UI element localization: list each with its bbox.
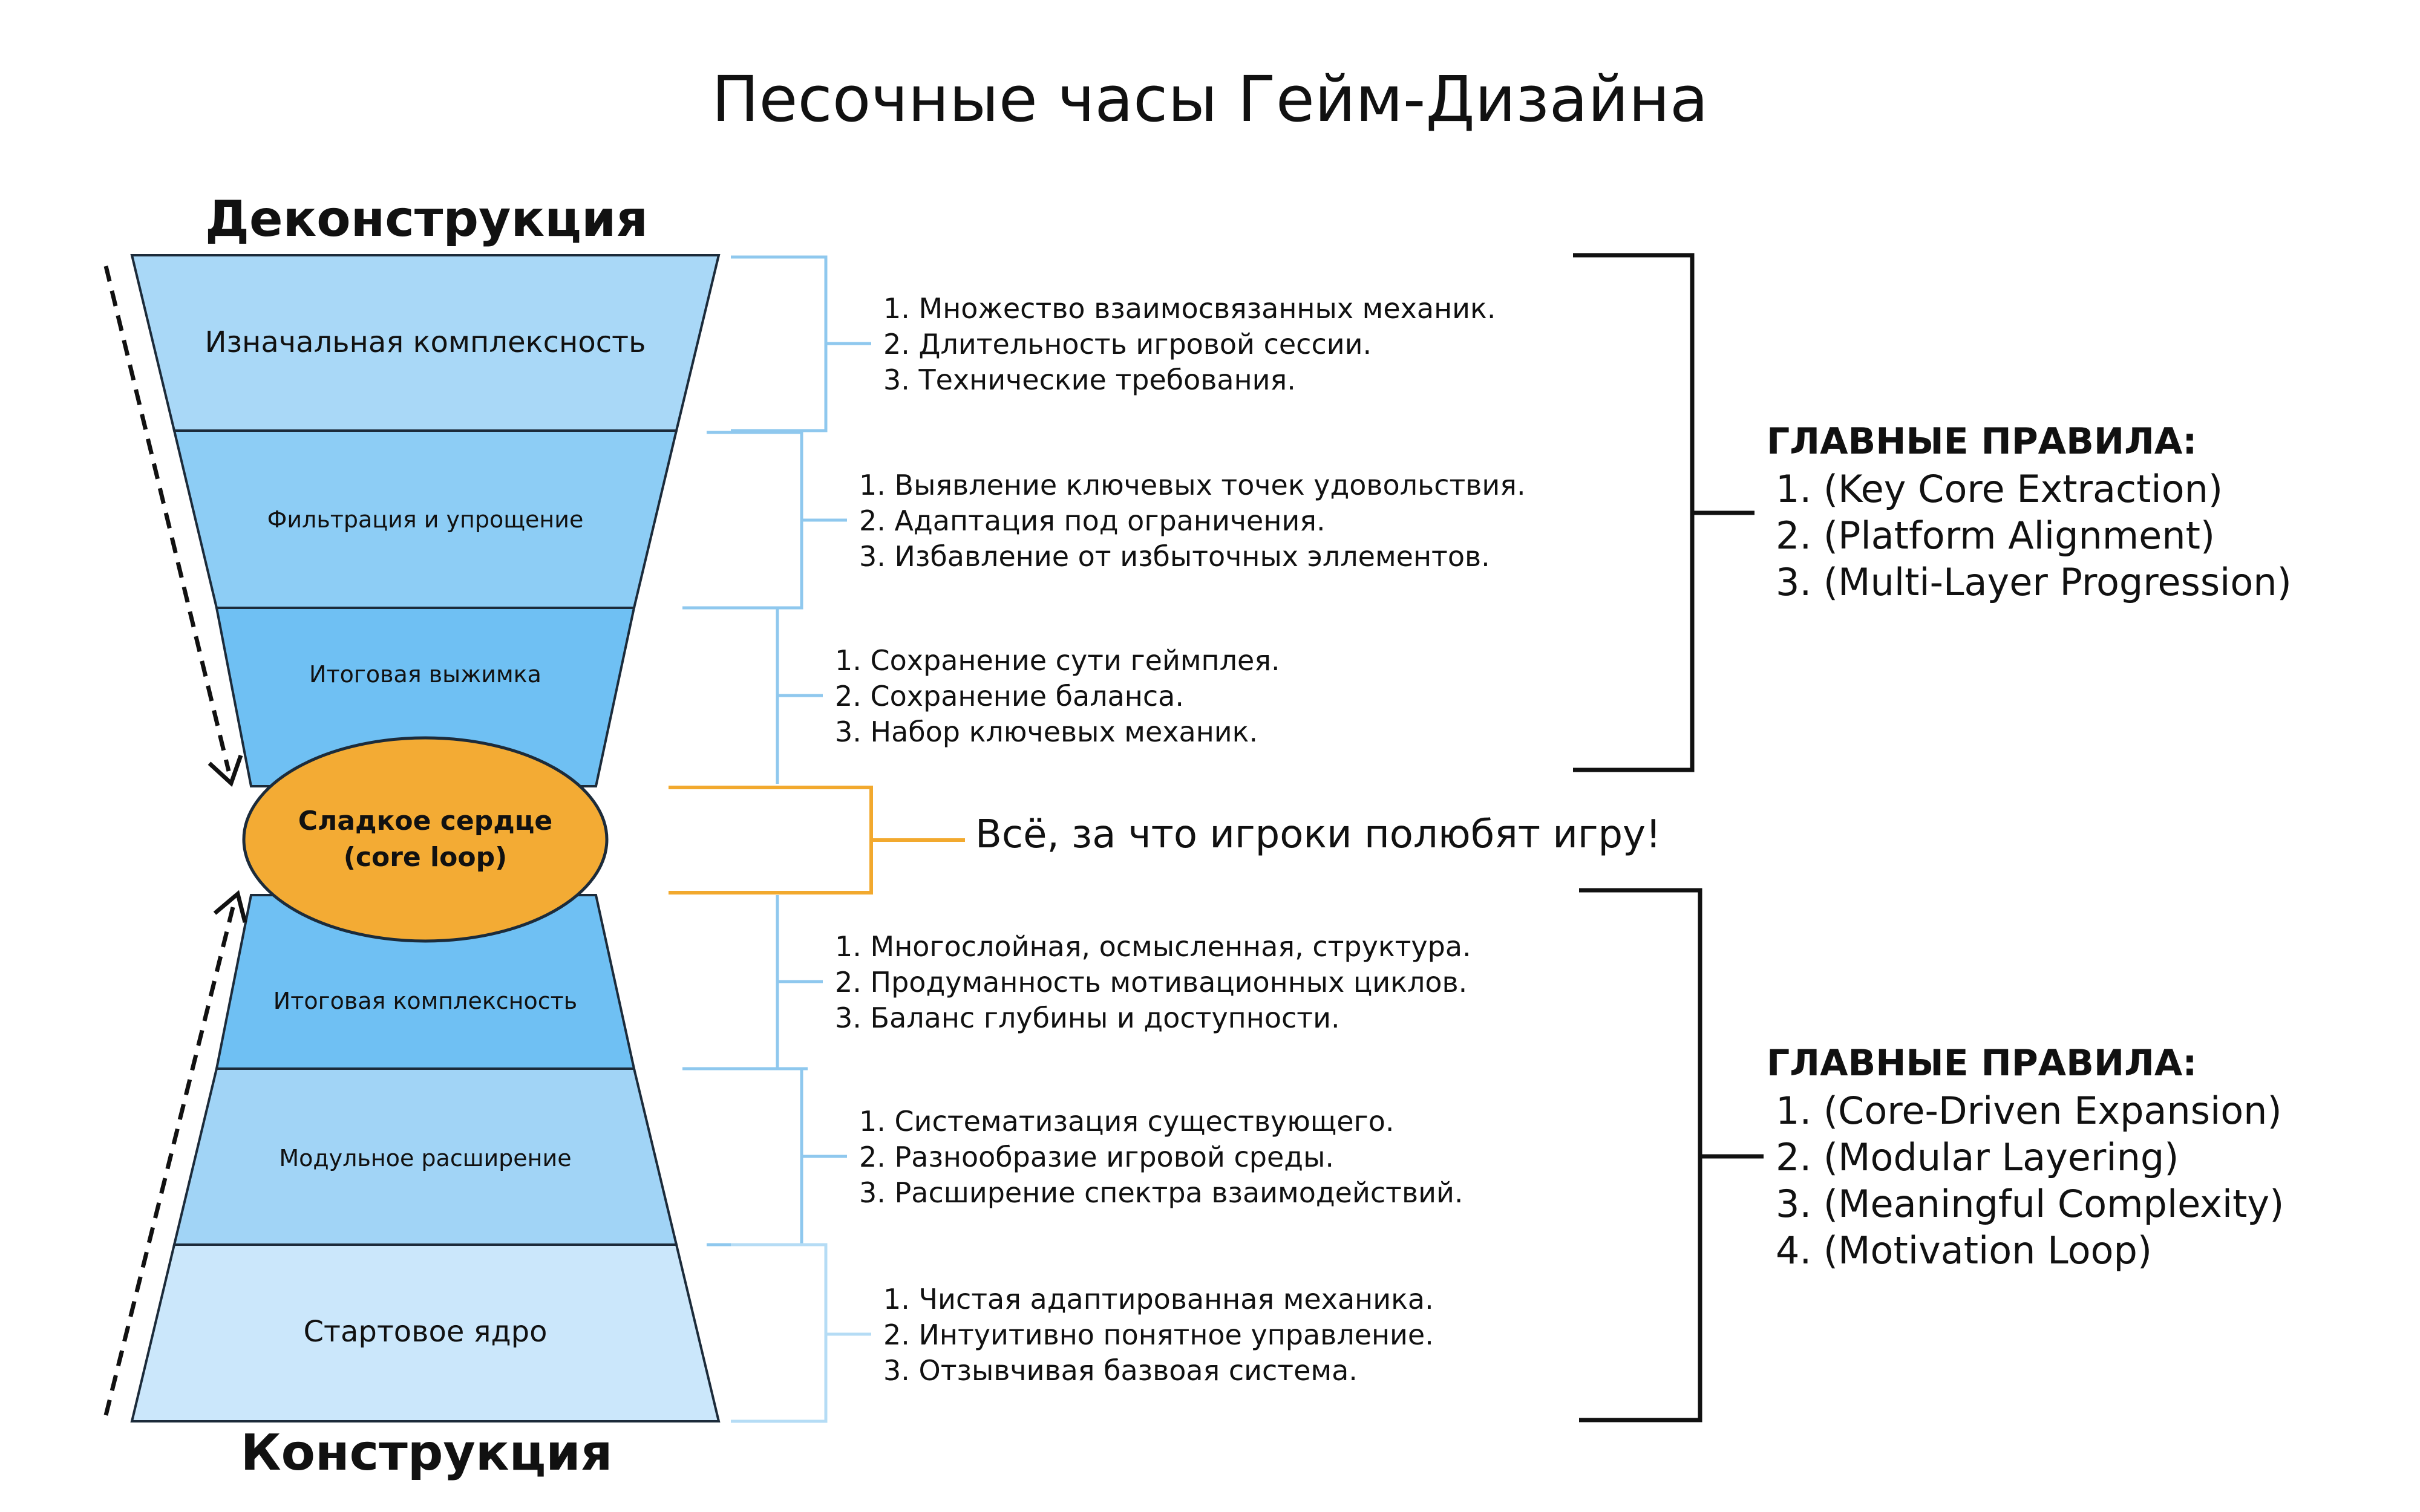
desc-modular-expansion: 1. Систематизация существующего. 2. Разн… xyxy=(859,1105,1463,1209)
desc-starting-core: 1. Чистая адаптированная механика. 2. Ин… xyxy=(883,1283,1434,1387)
desc-line: 1. Многослойная, осмысленная, структура. xyxy=(835,930,1471,963)
bracket-initial-complexity xyxy=(731,255,871,432)
desc-line: 1. Сохранение сути геймплея. xyxy=(835,644,1280,677)
construction-label: Конструкция xyxy=(241,1424,613,1482)
desc-final-extract: 1. Сохранение сути геймплея. 2. Сохранен… xyxy=(835,644,1280,748)
rules-top-item: 2. (Platform Alignment) xyxy=(1776,513,2215,558)
desc-initial-complexity: 1. Множество взаимосвязанных механик. 2.… xyxy=(883,292,1496,396)
desc-final-complexity: 1. Многослойная, осмысленная, структура.… xyxy=(835,930,1471,1034)
arrow-head-down-icon xyxy=(208,754,243,787)
bracket-final-complexity xyxy=(682,895,823,1070)
desc-line: 3. Расширение спектра взаимодействий. xyxy=(859,1176,1463,1209)
desc-line: 2. Продуманность мотивационных циклов. xyxy=(835,966,1467,999)
bracket-modular-expansion xyxy=(707,1069,847,1246)
rules-top-item: 1. (Key Core Extraction) xyxy=(1776,467,2223,511)
band-label-starting-core: Стартовое ядро xyxy=(303,1315,547,1349)
desc-line: 2. Сохранение баланса. xyxy=(835,680,1184,712)
desc-line: 1. Выявление ключевых точек удовольствия… xyxy=(859,469,1526,501)
rules-top-heading: ГЛАВНЫЕ ПРАВИЛА: xyxy=(1767,420,2197,463)
deconstruction-label: Деконструкция xyxy=(205,191,648,248)
rules-bottom: ГЛАВНЫЕ ПРАВИЛА: 1. (Core-Driven Expansi… xyxy=(1767,1042,2284,1272)
bracket-filtering xyxy=(707,431,847,610)
desc-line: 1. Множество взаимосвязанных механик. xyxy=(883,292,1496,325)
desc-line: 1. Чистая адаптированная механика. xyxy=(883,1283,1434,1315)
rules-top: ГЛАВНЫЕ ПРАВИЛА: 1. (Key Core Extraction… xyxy=(1767,420,2292,604)
desc-line: 3. Набор ключевых механик. xyxy=(835,715,1258,748)
bracket-starting-core xyxy=(731,1243,871,1423)
dashed-arrow-up xyxy=(103,907,235,1416)
desc-line: 2. Разнообразие игровой среды. xyxy=(859,1141,1334,1173)
rules-bottom-item: 4. (Motivation Loop) xyxy=(1776,1228,2152,1272)
bracket-core-loop xyxy=(669,786,965,894)
core-loop-subtitle: (core loop) xyxy=(344,842,507,873)
band-label-final-extract: Итоговая выжимка xyxy=(309,661,541,688)
desc-line: 3. Технические требования. xyxy=(883,363,1296,396)
desc-line: 2. Длительность игровой сессии. xyxy=(883,328,1372,360)
bracket-rules-top xyxy=(1573,253,1754,772)
rules-bottom-item: 1. (Core-Driven Expansion) xyxy=(1776,1089,2282,1133)
rules-bottom-item: 3. (Meaningful Complexity) xyxy=(1776,1182,2284,1226)
desc-line: 3. Отзывчивая базвоая система. xyxy=(883,1354,1358,1387)
band-label-filtering: Фильтрация и упрощение xyxy=(267,506,584,533)
band-starting-core xyxy=(130,1243,721,1422)
core-loop-ellipse xyxy=(242,736,609,943)
band-label-final-complexity: Итоговая комплексность xyxy=(273,988,577,1014)
desc-line: 3. Баланс глубины и доступности. xyxy=(835,1002,1340,1034)
bracket-rules-bottom xyxy=(1579,888,1764,1422)
page-title: Песочные часы Гейм-Дизайна xyxy=(711,62,1708,136)
core-loop-title: Сладкое сердце xyxy=(298,806,552,836)
desc-line: 2. Интуитивно понятное управление. xyxy=(883,1318,1434,1351)
desc-line: 3. Избавление от избыточных эллементов. xyxy=(859,540,1490,573)
rules-top-item: 3. (Multi-Layer Progression) xyxy=(1776,560,2292,604)
bracket-final-extract xyxy=(682,606,823,784)
core-tagline: Всё, за что игроки полюбят игру! xyxy=(975,812,1661,857)
dashed-arrow-down xyxy=(103,266,231,772)
desc-filtering: 1. Выявление ключевых точек удовольствия… xyxy=(859,469,1526,573)
band-label-modular-expansion: Модульное расширение xyxy=(279,1145,571,1171)
arrow-head-up-icon xyxy=(213,890,247,923)
band-label-initial-complexity: Изначальная комплексность xyxy=(205,325,646,359)
rules-bottom-heading: ГЛАВНЫЕ ПРАВИЛА: xyxy=(1767,1042,2197,1084)
desc-line: 1. Систематизация существующего. xyxy=(859,1105,1395,1138)
band-final-extract xyxy=(215,607,636,787)
rules-bottom-item: 2. (Modular Layering) xyxy=(1776,1135,2179,1179)
desc-line: 2. Адаптация под ограничения. xyxy=(859,504,1326,537)
